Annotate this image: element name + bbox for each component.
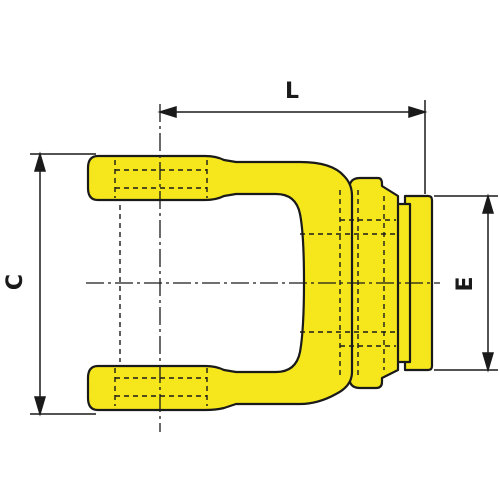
dimension-L-arrow-right bbox=[408, 105, 428, 119]
dimension-E-arrow-top bbox=[481, 193, 495, 214]
dimension-C-arrow-top bbox=[33, 151, 47, 172]
dimension-L bbox=[157, 100, 428, 194]
dimension-C-label: C bbox=[3, 274, 28, 290]
dimension-E-arrow-bottom bbox=[481, 352, 495, 373]
dimension-E-label: E bbox=[453, 276, 478, 291]
dimension-L-arrow-left bbox=[157, 105, 177, 119]
dimension-L-label: L bbox=[285, 79, 299, 104]
yoke-part bbox=[86, 154, 434, 412]
yoke-hub bbox=[348, 176, 400, 390]
dimension-E bbox=[434, 193, 498, 373]
center-lines bbox=[86, 104, 440, 432]
dimension-C-arrow-bottom bbox=[33, 396, 47, 417]
dimension-C bbox=[30, 151, 96, 417]
